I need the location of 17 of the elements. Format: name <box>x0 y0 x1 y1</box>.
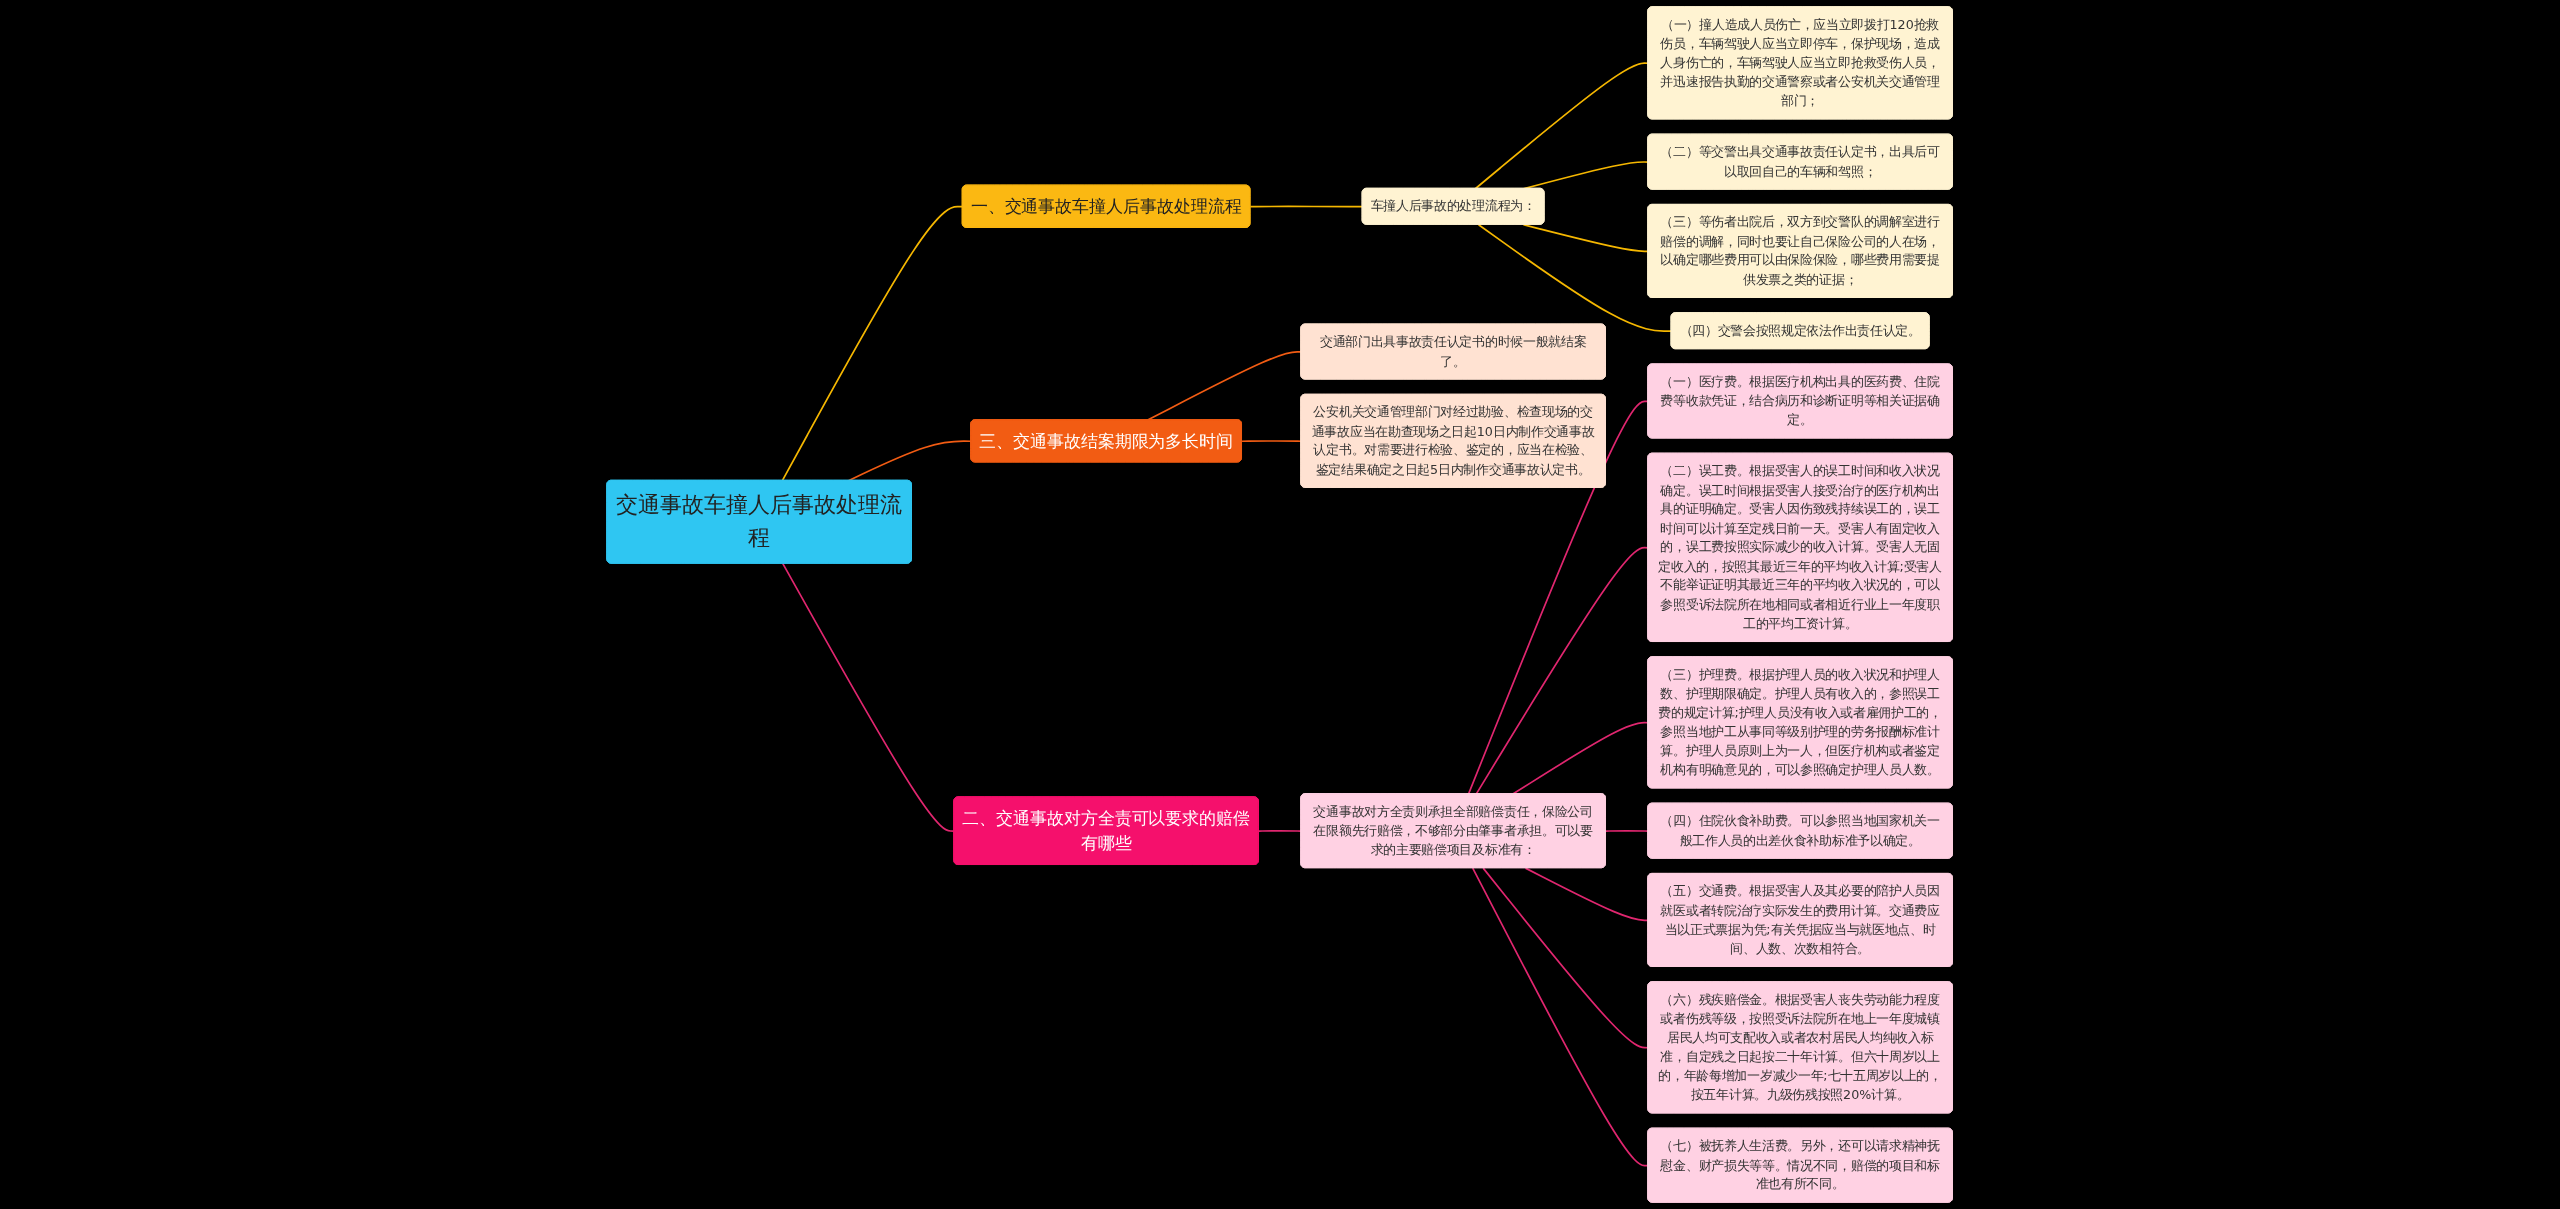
connector <box>1472 867 1650 1167</box>
connector <box>1482 867 1650 1049</box>
connector <box>1522 223 1650 253</box>
connector <box>1241 440 1303 443</box>
connector <box>1258 829 1303 832</box>
connector <box>1478 223 1673 332</box>
connector <box>1474 62 1650 190</box>
connector <box>1249 205 1364 208</box>
connector <box>848 440 973 482</box>
connector <box>782 562 956 832</box>
connector <box>1468 400 1650 795</box>
connector <box>1512 721 1650 795</box>
connector <box>1525 867 1650 922</box>
connector <box>1475 546 1650 795</box>
connector <box>1605 829 1650 832</box>
connector <box>1147 351 1303 421</box>
connector <box>781 205 964 482</box>
